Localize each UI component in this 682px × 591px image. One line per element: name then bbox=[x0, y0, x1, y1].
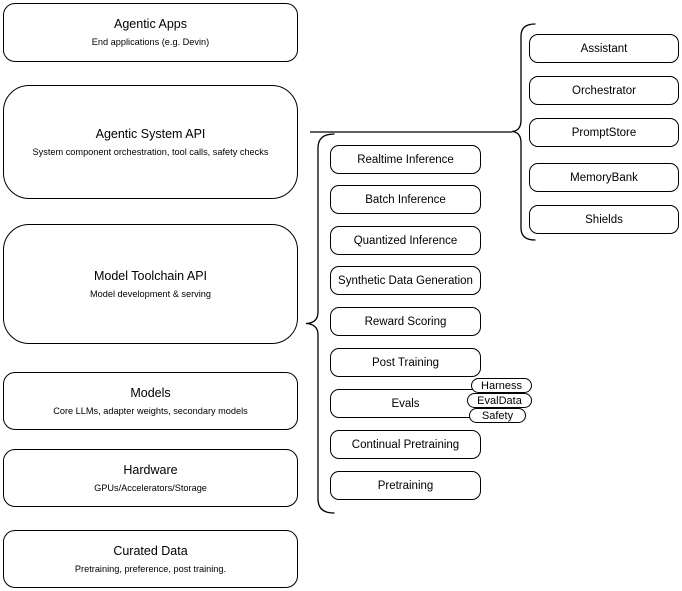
toolchain-node-batch-inference: Batch Inference bbox=[330, 185, 481, 214]
toolchain-node-quantized-inference: Quantized Inference bbox=[330, 226, 481, 255]
eval-tag-evaldata: EvalData bbox=[467, 393, 532, 408]
node-model-toolchain-api: Model Toolchain API Model development & … bbox=[3, 224, 298, 344]
toolchain-node-post-training: Post Training bbox=[330, 348, 481, 377]
tag-label: Safety bbox=[481, 409, 514, 422]
node-label: Orchestrator bbox=[572, 84, 636, 97]
node-label: MemoryBank bbox=[570, 171, 638, 184]
node-title: Model Toolchain API bbox=[93, 268, 208, 283]
eval-tag-harness: Harness bbox=[471, 378, 532, 393]
node-curated-data: Curated Data Pretraining, preference, po… bbox=[3, 530, 298, 588]
node-agentic-system-api: Agentic System API System component orch… bbox=[3, 85, 298, 199]
node-label: Synthetic Data Generation bbox=[338, 274, 473, 287]
node-title: Models bbox=[130, 385, 171, 400]
node-label: Quantized Inference bbox=[353, 234, 458, 247]
node-subtitle: Model development & serving bbox=[89, 288, 212, 299]
toolchain-node-continual-pretraining: Continual Pretraining bbox=[330, 430, 481, 459]
node-label: Evals bbox=[391, 397, 420, 410]
node-label: Shields bbox=[585, 213, 623, 226]
toolchain-node-evals: Evals bbox=[330, 389, 481, 418]
tag-label: Harness bbox=[481, 379, 522, 392]
node-title: Agentic System API bbox=[95, 126, 206, 141]
node-label: Assistant bbox=[580, 42, 628, 55]
node-label: Realtime Inference bbox=[357, 153, 454, 166]
toolchain-node-pretraining: Pretraining bbox=[330, 471, 481, 500]
node-label: Reward Scoring bbox=[364, 315, 447, 328]
system-node-shields: Shields bbox=[529, 205, 679, 234]
system-node-orchestrator: Orchestrator bbox=[529, 76, 679, 105]
toolchain-node-realtime-inference: Realtime Inference bbox=[330, 145, 481, 174]
node-label: PromptStore bbox=[571, 126, 637, 139]
tag-label: EvalData bbox=[477, 394, 522, 407]
node-subtitle: Pretraining, preference, post training. bbox=[74, 563, 227, 574]
system-node-memorybank: MemoryBank bbox=[529, 163, 679, 192]
node-subtitle: Core LLMs, adapter weights, secondary mo… bbox=[53, 405, 248, 416]
node-label: Batch Inference bbox=[365, 193, 446, 206]
node-subtitle: End applications (e.g. Devin) bbox=[91, 37, 210, 47]
node-hardware: Hardware GPUs/Accelerators/Storage bbox=[3, 449, 298, 507]
node-title: Hardware bbox=[123, 462, 178, 477]
toolchain-node-reward-scoring: Reward Scoring bbox=[330, 307, 481, 336]
node-label: Post Training bbox=[371, 356, 440, 369]
eval-tag-safety: Safety bbox=[469, 408, 526, 423]
node-models: Models Core LLMs, adapter weights, secon… bbox=[3, 372, 298, 430]
node-subtitle: GPUs/Accelerators/Storage bbox=[94, 482, 207, 493]
node-agentic-apps: Agentic Apps End applications (e.g. Devi… bbox=[3, 3, 298, 62]
system-node-promptstore: PromptStore bbox=[529, 118, 679, 147]
node-label: Continual Pretraining bbox=[351, 438, 460, 451]
toolchain-node-synthetic-data-generation: Synthetic Data Generation bbox=[330, 266, 481, 295]
node-title: Agentic Apps bbox=[114, 17, 187, 31]
node-label: Pretraining bbox=[377, 479, 434, 492]
system-node-assistant: Assistant bbox=[529, 34, 679, 63]
node-subtitle: System component orchestration, tool cal… bbox=[32, 146, 269, 157]
node-title: Curated Data bbox=[113, 543, 188, 558]
